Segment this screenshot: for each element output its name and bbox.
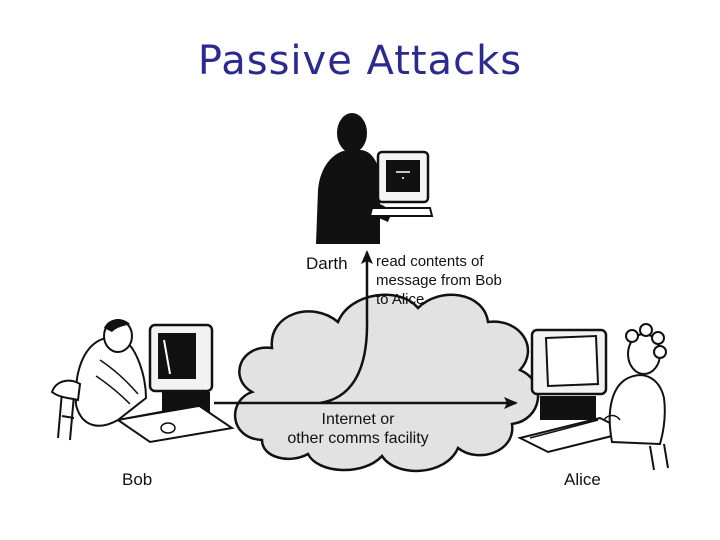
network-label-line: Internet or	[321, 411, 395, 428]
interception-arrow	[319, 250, 373, 405]
alice-figure	[517, 323, 669, 471]
network-label-line: other comms facility	[287, 430, 429, 447]
alice-label: Alice	[564, 470, 601, 489]
annotation-line: message from Bob	[376, 272, 502, 289]
network-label: Internet or other comms facility	[248, 410, 468, 448]
darth-figure	[316, 113, 434, 244]
bob-label: Bob	[122, 470, 153, 489]
annotation-text: read contents of message from Bob to Ali…	[376, 252, 502, 309]
slide-title: Passive Attacks	[197, 38, 523, 84]
annotation-line: to Alice	[376, 291, 425, 308]
annotation-line: read contents of	[376, 253, 484, 270]
network-cloud	[234, 293, 540, 473]
darth-label: Darth	[306, 254, 348, 273]
bob-figure	[50, 319, 235, 444]
